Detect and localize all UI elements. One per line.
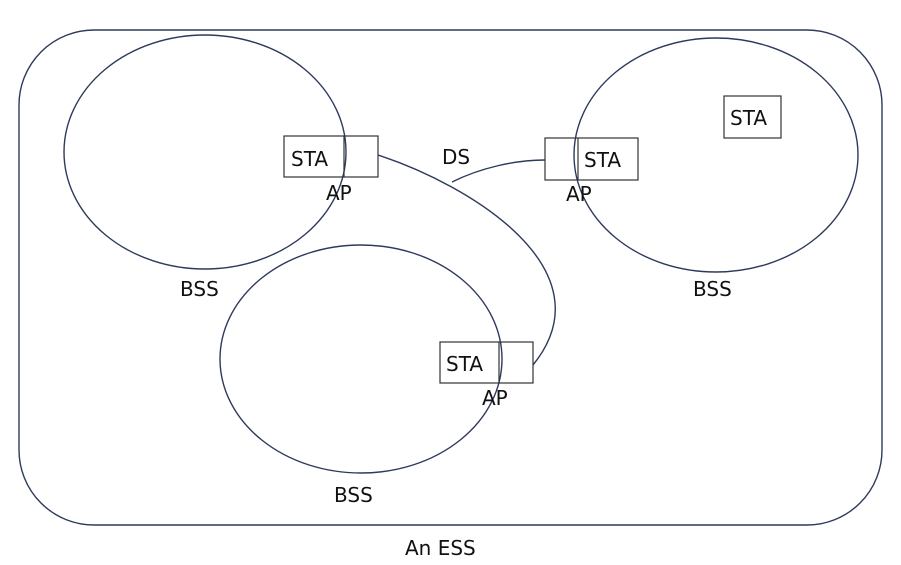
bss-left-ap-label: AP bbox=[326, 181, 352, 205]
bss-left-sta-label: STA bbox=[291, 147, 328, 171]
ds-link-right bbox=[451, 159, 546, 183]
bss-right-ap-node: STA bbox=[544, 137, 639, 181]
bss-bottom-sta-label: STA bbox=[446, 352, 483, 376]
bss-right-sta-label: STA bbox=[584, 148, 621, 172]
bss-right-label: BSS bbox=[693, 277, 732, 301]
bss-left-label: BSS bbox=[180, 277, 219, 301]
bss-right-circle bbox=[573, 37, 859, 273]
bss-bottom-ap-label: AP bbox=[482, 386, 508, 410]
bss-bottom-circle bbox=[219, 244, 503, 474]
bss-right-ap-label: AP bbox=[566, 182, 592, 206]
ess-label: An ESS bbox=[405, 536, 476, 560]
bss-bottom-label: BSS bbox=[334, 483, 373, 507]
bss-left-circle bbox=[63, 34, 347, 270]
bss-bottom-ap-node: STA bbox=[439, 341, 534, 384]
ess-boundary bbox=[18, 29, 883, 526]
ds-link-bottom bbox=[377, 154, 556, 366]
bss-left-ap-node: STA bbox=[283, 135, 379, 178]
ds-label: DS bbox=[442, 145, 470, 169]
bss-right-extra-sta: STA bbox=[723, 95, 782, 139]
bss-right-extra-sta-label: STA bbox=[730, 106, 767, 130]
